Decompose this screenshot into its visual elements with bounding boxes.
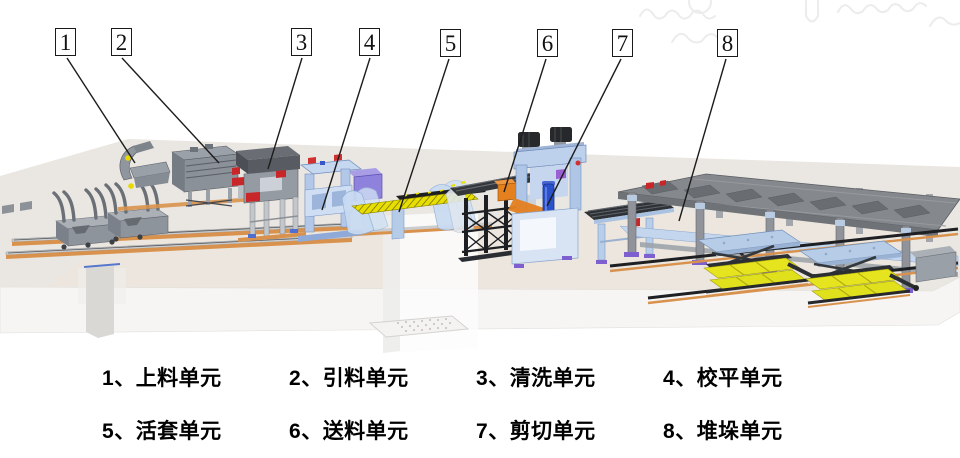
legend-number: 3: [476, 367, 489, 390]
stacking-unit-graphic: [609, 173, 960, 309]
legend-row-1: 1、上料单元 2、引料单元 3、清洗单元 4、校平单元: [102, 362, 805, 392]
legend-separator: 、: [301, 420, 323, 443]
leader-line-1: [66, 57, 136, 164]
callout-box-3: 3: [291, 28, 312, 56]
callout-box-1: 1: [55, 28, 76, 56]
legend-number: 6: [289, 420, 302, 443]
legend-number: 4: [663, 367, 676, 390]
legend-separator: 、: [675, 420, 697, 443]
callout-number: 2: [115, 29, 128, 55]
legend-separator: 、: [675, 367, 697, 390]
legend-label: 清洗单元: [509, 367, 596, 390]
legend-separator: 、: [114, 367, 136, 390]
callout-number: 5: [444, 30, 457, 56]
callout-number: 7: [616, 30, 629, 56]
callout-leader-lines: [66, 57, 727, 222]
legend-label: 剪切单元: [509, 420, 596, 443]
legend-number: 2: [289, 367, 302, 390]
gear-watermark-decoration: [639, 0, 960, 44]
legend-label: 活套单元: [135, 420, 222, 443]
leader-line-3: [267, 57, 303, 170]
legend-item-8: 8、堆垛单元: [663, 415, 805, 445]
legend-separator: 、: [488, 420, 510, 443]
legend-separator: 、: [114, 420, 136, 443]
leader-line-7: [546, 58, 622, 207]
looper-pit: [368, 211, 478, 353]
callout-box-7: 7: [612, 29, 633, 57]
legend-separator: 、: [301, 367, 323, 390]
gantry-openings: [641, 180, 931, 219]
callout-number: 6: [541, 30, 554, 56]
washing-unit-graphic: [232, 146, 306, 242]
legend-item-4: 4、校平单元: [663, 362, 805, 392]
callout-number: 3: [295, 29, 308, 55]
callout-box-2: 2: [111, 28, 132, 56]
legend-number: 7: [476, 420, 489, 443]
legend-item-3: 3、清洗单元: [476, 362, 618, 392]
legend: 1、上料单元 2、引料单元 3、清洗单元 4、校平单元 5、活套单元 6、送料单…: [102, 362, 805, 445]
leader-line-8: [678, 58, 727, 222]
legend-label: 引料单元: [322, 367, 409, 390]
leader-line-4: [321, 57, 371, 211]
legend-label: 上料单元: [135, 367, 222, 390]
legend-number: 5: [102, 420, 115, 443]
callout-number: 1: [59, 29, 72, 55]
callout-box-5: 5: [440, 29, 461, 57]
legend-row-2: 5、活套单元 6、送料单元 7、剪切单元 8、堆垛单元: [102, 415, 805, 445]
legend-separator: 、: [488, 367, 510, 390]
callout-number: 4: [363, 29, 376, 55]
leader-line-5: [398, 58, 450, 213]
callout-number: 8: [721, 30, 734, 56]
pit-grate: [396, 317, 452, 333]
shearing-unit-graphic: [508, 127, 587, 268]
legend-label: 送料单元: [322, 420, 409, 443]
rail-foundation: [78, 263, 126, 338]
threading-unit-graphic: [118, 141, 268, 211]
legend-label: 堆垛单元: [696, 420, 783, 443]
legend-item-6: 6、送料单元: [289, 415, 431, 445]
leader-line-6: [503, 58, 547, 193]
legend-label: 校平单元: [696, 367, 783, 390]
legend-item-2: 2、引料单元: [289, 362, 431, 392]
callout-box-6: 6: [537, 29, 558, 57]
leader-line-2: [121, 57, 220, 164]
legend-item-7: 7、剪切单元: [476, 415, 618, 445]
legend-item-1: 1、上料单元: [102, 362, 244, 392]
callout-box-4: 4: [359, 28, 380, 56]
legend-number: 8: [663, 420, 676, 443]
callout-box-8: 8: [717, 29, 738, 57]
scissor-lift-stacker: [697, 229, 817, 297]
legend-item-5: 5、活套单元: [102, 415, 244, 445]
legend-number: 1: [102, 367, 115, 390]
